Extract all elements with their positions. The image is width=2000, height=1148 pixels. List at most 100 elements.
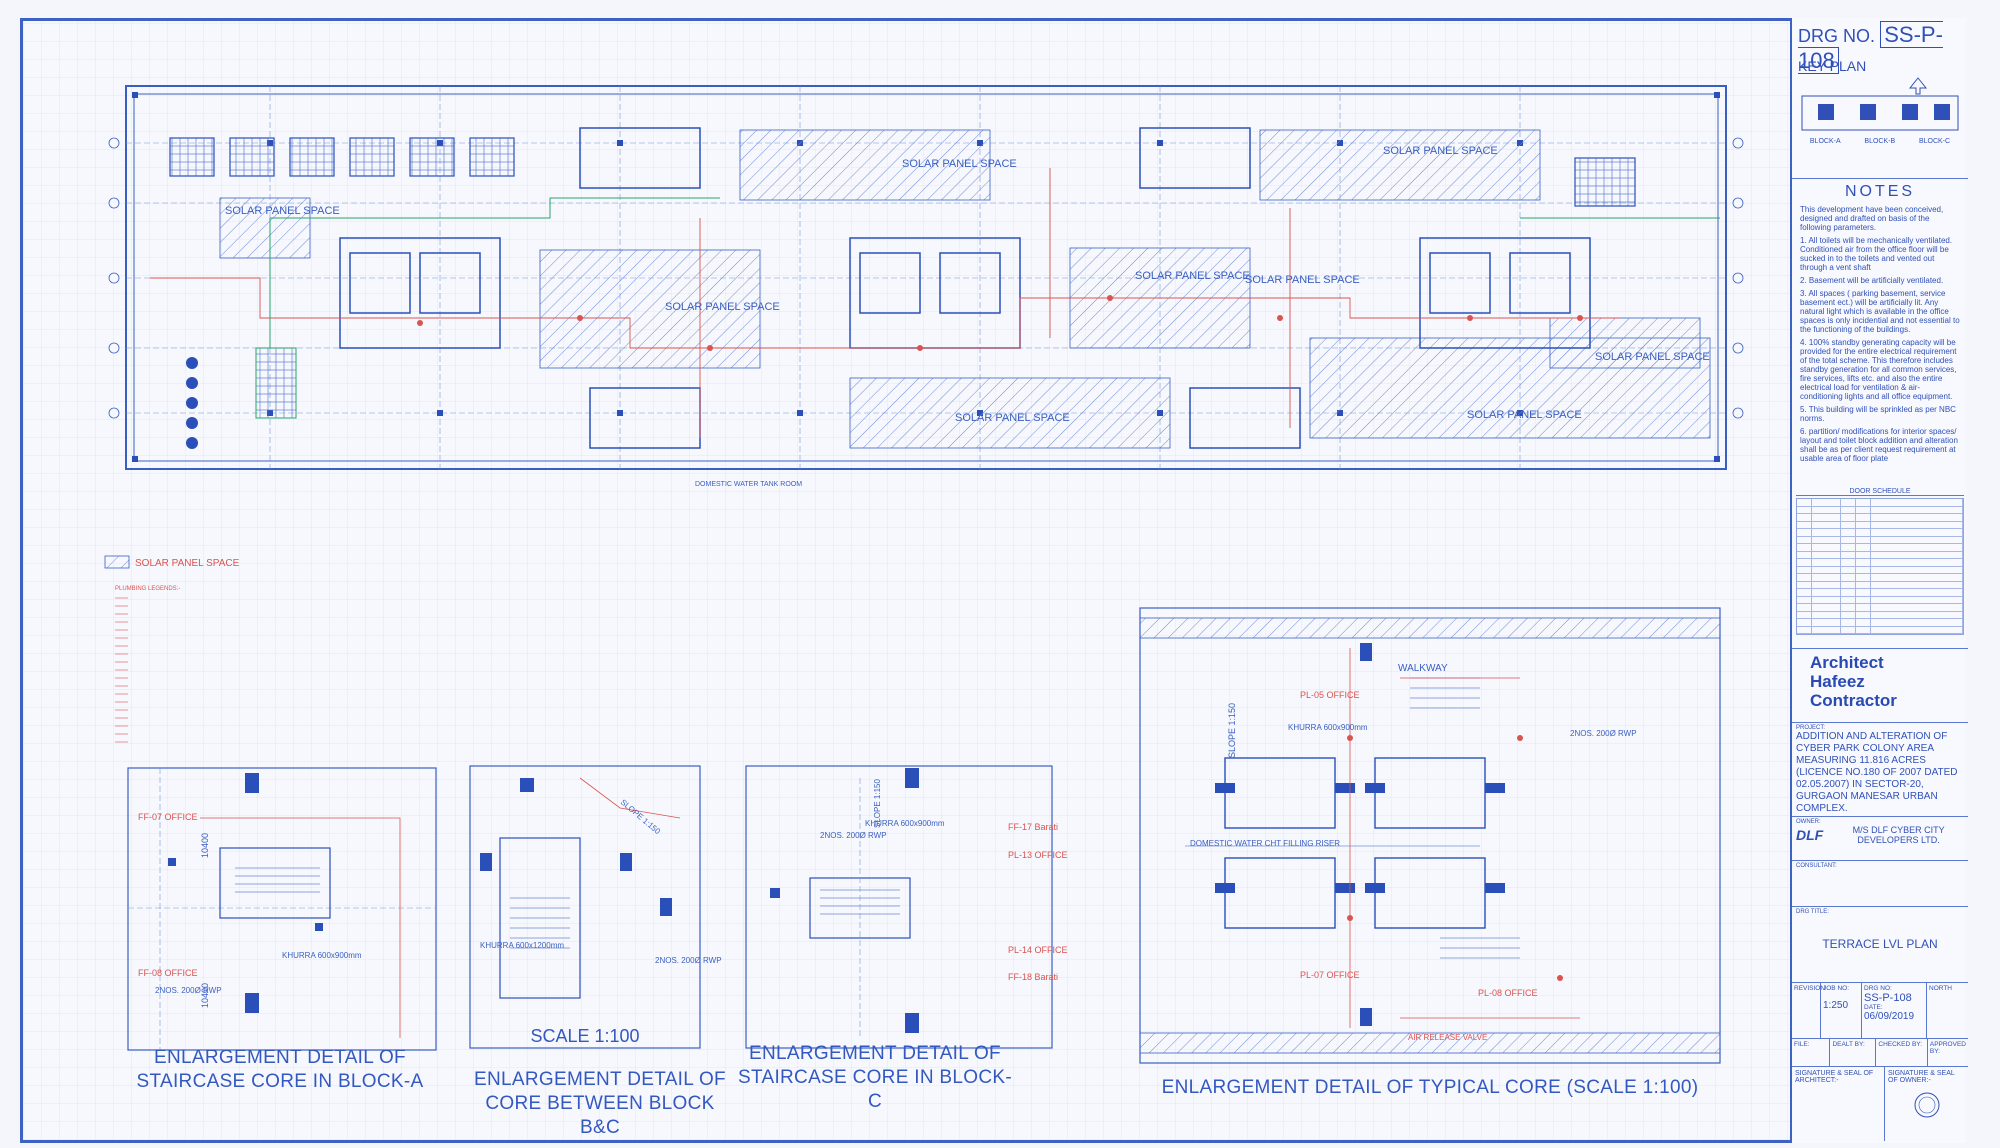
drg-cell: DRG NO: SS-P-108 DATE: 06/09/2019 xyxy=(1862,983,1927,1039)
detail-label: 2NOS. 200Ø RWP xyxy=(655,956,722,965)
note-item: 2. Basement will be artificially ventila… xyxy=(1800,276,1944,285)
notes-intro: This development have been conceived, de… xyxy=(1800,205,1944,232)
detail-label: PL-07 OFFICE xyxy=(1300,970,1360,980)
project-text: ADDITION AND ALTERATION OF CYBER PARK CO… xyxy=(1796,731,1958,814)
architect-signature: SIGNATURE & SEAL OF ARCHITECT:- xyxy=(1792,1067,1885,1141)
detail-label: PL-08 OFFICE xyxy=(1478,988,1538,998)
solar-label: SOLAR PANEL SPACE xyxy=(225,205,340,217)
checked-label: CHECKED BY: xyxy=(1878,1041,1923,1048)
notes: NOTES This development have been conceiv… xyxy=(1792,178,1968,498)
solar-label: SOLAR PANEL SPACE xyxy=(1467,409,1582,421)
equipment-blocks xyxy=(169,137,1636,449)
caption-typical-core: ENLARGEMENT DETAIL OF TYPICAL CORE (SCAL… xyxy=(1160,1076,1700,1100)
file-label: FILE: xyxy=(1794,1041,1810,1048)
scale-label: SCALE 1:100 xyxy=(530,1026,639,1046)
detail-label: PL-05 OFFICE xyxy=(1300,690,1360,700)
slope-label: SLOPE 1:150 xyxy=(1227,703,1237,758)
file-row: FILE: DEALT BY: CHECKED BY: APPROVED BY: xyxy=(1792,1038,1968,1066)
detail-label: FF-18 Barati xyxy=(1008,972,1058,982)
owner-signature-label: SIGNATURE & SEAL OF OWNER:- xyxy=(1888,1070,1955,1084)
notes-title: NOTES xyxy=(1844,183,1916,200)
architect-name: Hafeez xyxy=(1810,672,1865,691)
legend-plumbing-title: PLUMBING LEGENDS:- xyxy=(115,586,180,592)
drawing-sheet xyxy=(20,18,1966,1143)
dealt-label: DEALT BY: xyxy=(1832,1041,1865,1048)
detail-label: FF-08 OFFICE xyxy=(138,968,198,978)
door-schedule-table xyxy=(1796,498,1964,635)
architect-signature-label: SIGNATURE & SEAL OF ARCHITECT:- xyxy=(1795,1070,1874,1084)
note-item: 5. This building will be sprinkled as pe… xyxy=(1800,405,1956,423)
legend: SOLAR PANEL SPACE PLUMBING LEGENDS:- xyxy=(104,555,240,743)
drawing-number-value: SS-P-108 xyxy=(1798,21,1943,74)
dimension-label: 10400 xyxy=(200,983,210,1008)
info-box: REVISION JOB NO: 1:250 DRG NO: SS-P-108 … xyxy=(1792,982,1968,1039)
detail-label: KHURRA 600x900mm xyxy=(865,819,945,828)
detail-label: 2NOS. 200Ø RWP xyxy=(1570,729,1637,738)
detail-label: KHURRA 600x900mm xyxy=(282,951,362,960)
caption-text: ENLARGEMENT DETAIL OF STAIRCASE CORE IN … xyxy=(738,1043,1012,1112)
owner-box: OWNER: DLF M/S DLF CYBER CITY DEVELOPERS… xyxy=(1792,816,1968,860)
job-label: JOB NO: xyxy=(1823,985,1850,992)
architect-name: Architect xyxy=(1810,653,1884,672)
detail-typical-core: WALKWAY PL-05 OFFICE KHURRA 600x900mm 2N… xyxy=(1139,607,1721,1064)
detail-label: AIR RELEASE VALVE xyxy=(1408,1033,1487,1042)
key-plan-block: BLOCK-A xyxy=(1809,138,1841,145)
solar-label: SOLAR PANEL SPACE xyxy=(1135,270,1250,282)
detail-label: FF-07 OFFICE xyxy=(138,812,198,822)
architect-logo: Architect Hafeez Contractor xyxy=(1792,648,1968,720)
revision-cell: REVISION xyxy=(1792,983,1825,1039)
architect-name: Contractor xyxy=(1810,691,1897,710)
solar-label: SOLAR PANEL SPACE xyxy=(1383,145,1498,157)
project-label: PROJECT: xyxy=(1796,725,1826,731)
key-plan-title: KEY PLAN xyxy=(1798,58,1867,74)
detail-label: FF-17 Barati xyxy=(1008,822,1058,832)
solar-panel-zones xyxy=(219,129,1711,449)
note-item: 1. All toilets will be mechanically vent… xyxy=(1800,236,1953,272)
solar-label: SOLAR PANEL SPACE xyxy=(665,301,780,313)
detail-label: WALKWAY xyxy=(1398,663,1448,674)
door-schedule: DOOR SCHEDULE xyxy=(1792,488,1968,648)
solar-label: SOLAR PANEL SPACE xyxy=(1595,351,1710,363)
revision-label: REVISION xyxy=(1794,985,1826,992)
caption-text: ENLARGEMENT DETAIL OF CORE BETWEEN BLOCK… xyxy=(474,1069,726,1138)
solar-label: SOLAR PANEL SPACE xyxy=(902,158,1017,170)
date-value: 06/09/2019 xyxy=(1864,1011,1915,1022)
caption-block-bc: ENLARGEMENT DETAIL OF CORE BETWEEN BLOCK… xyxy=(470,1068,730,1140)
owner-label: OWNER: xyxy=(1796,819,1821,825)
drg-label: DRG NO: xyxy=(1864,985,1892,992)
project-box: PROJECT: ADDITION AND ALTERATION OF CYBE… xyxy=(1792,722,1968,814)
detail-label: SLOPE 1:150 xyxy=(619,798,663,837)
note-item: 3. All spaces ( parking basement, servic… xyxy=(1800,289,1960,334)
detail-label: KHURRA 600x900mm xyxy=(1288,723,1368,732)
note-item: 6. partition/ modifications for interior… xyxy=(1800,427,1958,463)
detail-label: PL-14 OFFICE xyxy=(1008,945,1068,955)
drg-value: SS-P-108 xyxy=(1864,992,1912,1004)
caption-text: ENLARGEMENT DETAIL OF TYPICAL CORE (SCAL… xyxy=(1161,1077,1699,1098)
consultant-label: CONSULTANT: xyxy=(1796,863,1837,869)
note-item: 4. 100% standby generating capacity will… xyxy=(1800,338,1957,401)
stair-cores xyxy=(339,127,1591,449)
dlf-logo: DLF xyxy=(1796,827,1824,843)
detail-label: DOMESTIC WATER CHT FILLING RISER xyxy=(1190,839,1340,848)
slope-label: SLOPE 1:150 xyxy=(873,779,882,828)
detail-label: KHURRA 600x1200mm xyxy=(480,941,564,950)
caption-block-c: ENLARGEMENT DETAIL OF STAIRCASE CORE IN … xyxy=(735,1042,1015,1114)
solar-label: SOLAR PANEL SPACE xyxy=(955,412,1070,424)
scale-value: 1:250 xyxy=(1823,1000,1849,1011)
owner-seal xyxy=(1914,1092,1939,1118)
door-schedule-title: DOOR SCHEDULE xyxy=(1796,488,1964,496)
signature-row: SIGNATURE & SEAL OF ARCHITECT:- SIGNATUR… xyxy=(1792,1066,1968,1141)
detail-block-bc: KHURRA 600x1200mm 2NOS. 200Ø RWP SLOPE 1… xyxy=(469,765,722,1049)
dimension-label: 10400 xyxy=(200,833,210,858)
title-block: DRG NO. SS-P-108 KEY PLAN BLOCK-A BLOCK-… xyxy=(1790,18,1968,1143)
job-cell: JOB NO: 1:250 xyxy=(1821,983,1862,1039)
detail-label: 2NOS. 200Ø RWP xyxy=(820,831,887,840)
north-cell: NORTH xyxy=(1927,983,1968,1039)
north-label: NORTH xyxy=(1929,985,1952,992)
owner-signature: SIGNATURE & SEAL OF OWNER:- xyxy=(1885,1067,1968,1141)
detail-label: 2NOS. 200Ø RWP xyxy=(155,986,222,995)
key-plan-block: BLOCK-C xyxy=(1918,138,1951,145)
drawing-title-box: DRG TITLE: TERRACE LVL PLAN xyxy=(1792,906,1968,982)
drawing-number-label: DRG NO. xyxy=(1798,26,1876,46)
key-plan-block: BLOCK-B xyxy=(1864,138,1896,145)
